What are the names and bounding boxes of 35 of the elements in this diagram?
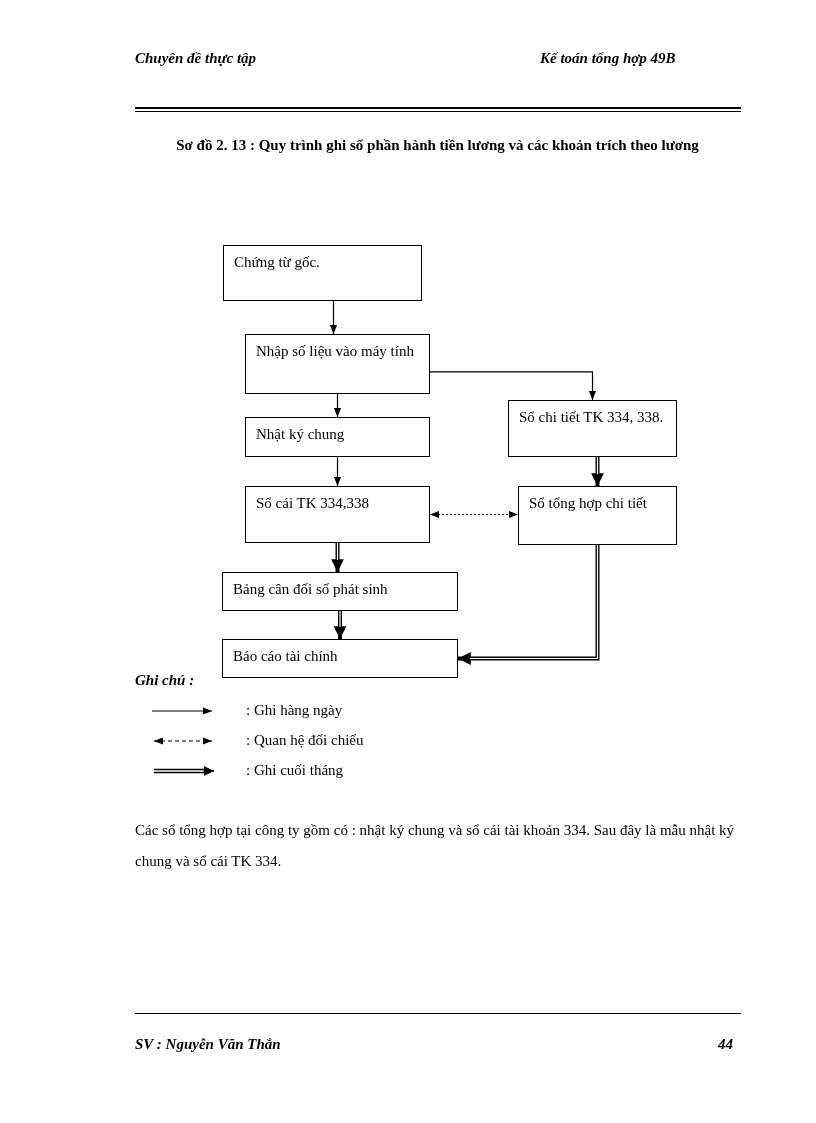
box-label: Sổ tổng hợp chi tiết	[529, 494, 648, 513]
process-box	[518, 486, 677, 545]
header-text: Chuyên đề thực tập	[135, 50, 257, 67]
box-label: Nhật ký chung	[256, 425, 346, 444]
process-box	[222, 572, 458, 611]
box-label: Nhập số liệu vào máy tính	[256, 342, 415, 361]
process-box	[223, 245, 422, 301]
arrow	[333, 611, 347, 639]
arrow	[333, 456, 342, 487]
diagram-title: Sơ đồ 2. 13 : Quy trình ghi sổ phần hành tiền lương và các khoản trích theo lương	[175, 136, 700, 155]
process-box	[245, 486, 430, 543]
legend-label: : Ghi cuối tháng	[246, 762, 344, 779]
process-box	[245, 417, 430, 457]
arrow	[429, 371, 597, 401]
arrow	[333, 393, 342, 418]
arrow	[329, 300, 338, 335]
body-paragraph: Các sổ tổng hợp tại công ty gồm có : nhật ký chung và sổ cái tài khoản 334. Sau đây là mẫu nhật ký chung và sổ cái TK 334.	[135, 821, 735, 871]
process-box	[222, 639, 458, 678]
box-label: Sổ chi tiết TK 334, 338.	[519, 408, 665, 427]
arrow	[429, 510, 519, 519]
legend-heading: Ghi chú :	[135, 672, 195, 689]
page-number: 44	[718, 1036, 733, 1053]
process-box	[245, 334, 430, 394]
arrow	[591, 457, 604, 486]
header-text: Kế toán tổng hợp 49B	[540, 50, 676, 67]
box-label: Sổ cái TK 334,338	[256, 494, 371, 513]
arrow	[458, 545, 600, 665]
box-label: Báo cáo tài chính	[233, 647, 339, 666]
box-label: Chứng từ gốc.	[234, 253, 321, 272]
process-box	[508, 400, 677, 457]
legend-label: : Ghi hàng ngày	[246, 702, 343, 719]
legend-label: : Quan hệ đối chiếu	[246, 732, 364, 749]
footer-text: SV : Nguyễn Văn Thắn	[135, 1036, 281, 1053]
box-label: Bảng cân đối số phát sinh	[233, 580, 389, 599]
arrow	[331, 543, 344, 572]
